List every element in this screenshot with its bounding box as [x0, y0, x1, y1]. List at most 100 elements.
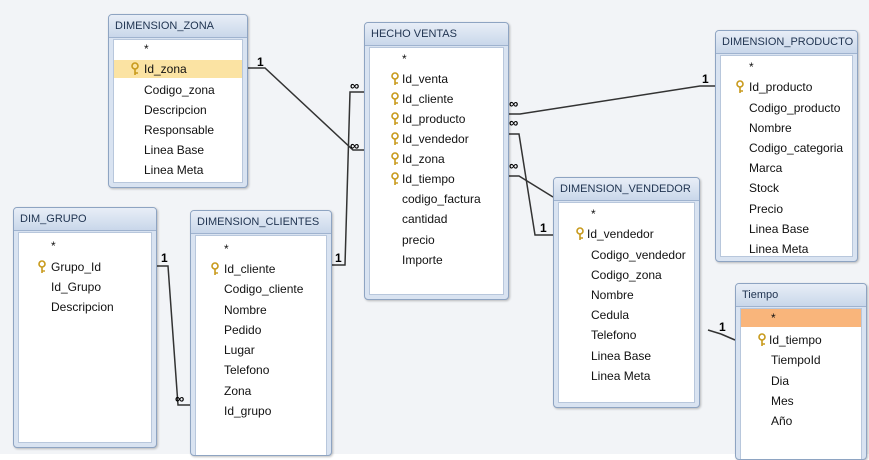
field-row-key[interactable]: Id_zona — [114, 60, 242, 78]
cardinality-many: ∞ — [509, 115, 518, 130]
field-row[interactable]: Cedula — [559, 306, 694, 324]
table-dimension-zona[interactable]: DIMENSION_ZONA * Id_zona Codigo_zona Des… — [108, 14, 248, 188]
field-label: Codigo_cliente — [224, 282, 304, 296]
field-label: Id_tiempo — [769, 333, 822, 347]
field-row[interactable]: Id_Grupo — [19, 278, 151, 296]
cardinality-many: ∞ — [350, 78, 359, 93]
key-icon — [736, 80, 744, 93]
table-dimension-vendedor[interactable]: DIMENSION_VENDEDOR * Id_vendedor Codigo_… — [553, 177, 700, 408]
field-row[interactable]: codigo_factura — [370, 190, 503, 208]
field-row[interactable]: * — [559, 205, 694, 223]
field-row[interactable]: Codigo_zona — [114, 81, 242, 99]
field-label: Linea Meta — [591, 369, 651, 383]
field-row-key[interactable]: Id_venta — [370, 70, 503, 88]
field-row[interactable]: Lugar — [196, 341, 326, 359]
field-label: Linea Meta — [144, 163, 204, 177]
field-row[interactable]: Año — [741, 412, 861, 430]
field-row[interactable]: * — [114, 40, 242, 58]
field-row[interactable]: Precio — [721, 200, 852, 218]
field-row[interactable]: precio — [370, 231, 503, 249]
field-row[interactable]: * — [741, 309, 861, 327]
field-row[interactable]: cantidad — [370, 210, 503, 228]
field-row[interactable]: Id_grupo — [196, 402, 326, 420]
field-row[interactable]: Linea Base — [114, 141, 242, 159]
field-row-key[interactable]: Id_vendedor — [370, 130, 503, 148]
field-row[interactable]: Codigo_producto — [721, 99, 852, 117]
field-row[interactable]: Descripcion — [19, 298, 151, 316]
field-row[interactable]: Linea Base — [559, 347, 694, 365]
field-label: Descripcion — [144, 103, 207, 117]
table-title[interactable]: DIMENSION_PRODUCTO — [716, 31, 857, 54]
cardinality-many: ∞ — [509, 96, 518, 111]
field-list: * Id_venta Id_cliente Id_producto Id_ven… — [369, 47, 504, 295]
field-row[interactable]: Stock — [721, 179, 852, 197]
field-row-key[interactable]: Id_zona — [370, 150, 503, 168]
field-label: Id_vendedor — [587, 227, 654, 241]
field-list: * Id_tiempo TiempoId Dia Mes Año — [740, 308, 862, 459]
field-label: Id_tiempo — [402, 172, 455, 186]
field-row[interactable]: Telefono — [559, 326, 694, 344]
table-title[interactable]: HECHO VENTAS — [365, 23, 508, 46]
field-row-key[interactable]: Id_producto — [370, 110, 503, 128]
field-row[interactable]: Descripcion — [114, 101, 242, 119]
field-list: * Id_producto Codigo_producto Nombre Cod… — [720, 55, 853, 257]
field-row-key[interactable]: Id_vendedor — [559, 225, 694, 243]
field-row[interactable]: Nombre — [196, 301, 326, 319]
field-row-key[interactable]: Id_tiempo — [370, 170, 503, 188]
field-label: Id_venta — [402, 72, 449, 86]
field-row[interactable]: TiempoId — [741, 351, 861, 369]
key-icon — [758, 333, 766, 346]
table-title[interactable]: DIMENSION_ZONA — [109, 15, 247, 38]
field-row[interactable]: Mes — [741, 392, 861, 410]
field-row[interactable]: Importe — [370, 251, 503, 269]
table-title[interactable]: DIMENSION_VENDEDOR — [554, 178, 699, 201]
field-label: * — [144, 42, 149, 56]
field-row-key[interactable]: Id_cliente — [370, 90, 503, 108]
field-row[interactable]: Pedido — [196, 321, 326, 339]
field-row[interactable]: Linea Meta — [559, 367, 694, 385]
field-row[interactable]: * — [19, 237, 151, 255]
table-title[interactable]: Tiempo — [736, 284, 866, 307]
field-row[interactable]: Codigo_categoria — [721, 139, 852, 157]
field-label: * — [591, 207, 596, 221]
field-row[interactable]: * — [721, 58, 852, 76]
field-row-key[interactable]: Id_tiempo — [741, 331, 861, 349]
field-label: Importe — [402, 253, 443, 267]
cardinality-one: 1 — [540, 221, 547, 235]
field-row[interactable]: Codigo_vendedor — [559, 246, 694, 264]
table-tiempo[interactable]: Tiempo * Id_tiempo TiempoId Dia Mes Año — [735, 283, 867, 460]
key-icon — [211, 262, 219, 275]
field-row[interactable]: Linea Base — [721, 220, 852, 238]
field-row[interactable]: Nombre — [559, 286, 694, 304]
field-row[interactable]: Responsable — [114, 121, 242, 139]
cardinality-many: ∞ — [350, 138, 359, 153]
key-icon — [391, 72, 399, 85]
field-row[interactable]: Marca — [721, 159, 852, 177]
key-icon — [391, 112, 399, 125]
field-row[interactable]: Linea Meta — [721, 240, 852, 258]
field-row[interactable]: Dia — [741, 372, 861, 390]
field-row[interactable]: * — [370, 50, 503, 68]
field-label: Id_vendedor — [402, 132, 469, 146]
field-row[interactable]: Zona — [196, 382, 326, 400]
field-row[interactable]: Codigo_cliente — [196, 280, 326, 298]
field-row[interactable]: Codigo_zona — [559, 266, 694, 284]
field-row[interactable]: * — [196, 240, 326, 258]
table-title[interactable]: DIM_GRUPO — [14, 208, 156, 231]
table-dimension-producto[interactable]: DIMENSION_PRODUCTO * Id_producto Codigo_… — [715, 30, 858, 262]
field-row[interactable]: Nombre — [721, 119, 852, 137]
field-row-key[interactable]: Id_cliente — [196, 260, 326, 278]
field-label: Dia — [771, 374, 790, 388]
cardinality-one: 1 — [257, 55, 264, 69]
field-row-key[interactable]: Grupo_Id — [19, 258, 151, 276]
cardinality-one: 1 — [719, 320, 726, 334]
field-label: Zona — [224, 384, 252, 398]
table-dim-grupo[interactable]: DIM_GRUPO * Grupo_Id Id_Grupo Descripcio… — [13, 207, 157, 448]
table-title[interactable]: DIMENSION_CLIENTES — [191, 211, 331, 234]
table-hecho-ventas[interactable]: HECHO VENTAS * Id_venta Id_cliente Id_pr… — [364, 22, 509, 300]
field-row[interactable]: Telefono — [196, 361, 326, 379]
field-label: Codigo_zona — [144, 83, 215, 97]
field-row-key[interactable]: Id_producto — [721, 78, 852, 96]
field-row[interactable]: Linea Meta — [114, 161, 242, 179]
table-dimension-clientes[interactable]: DIMENSION_CLIENTES * Id_cliente Codigo_c… — [190, 210, 332, 456]
